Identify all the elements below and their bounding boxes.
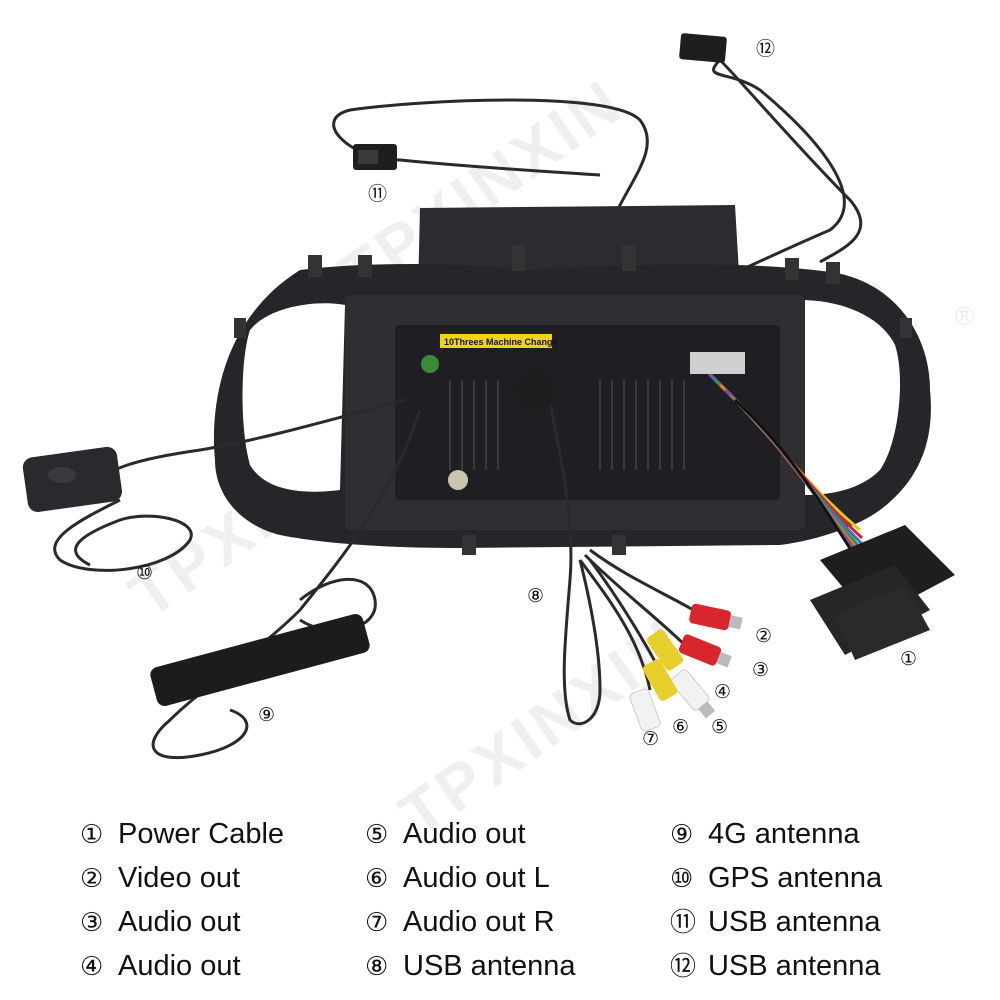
rca-connector-yellow-2 [646,629,684,671]
legend-label: Audio out L [403,862,550,894]
legend-item: ⑦ Audio out R [365,900,576,944]
rca-connector-red-2 [689,603,743,631]
spec-sticker-text: 10Threes Machine Change [444,337,558,347]
legend-number: ⑧ [365,952,389,982]
legend-label: GPS antenna [708,862,883,894]
cable-legend: ① Power Cable ② Video out ③ Audio out ④ Audi… [0,812,1000,1000]
legend-number: ⑦ [365,908,389,938]
frame-clips [234,245,912,555]
legend-label: Audio out [118,906,241,938]
legend-number: ④ [80,952,104,982]
legend-column-2: ⑤ Audio out ⑥ Audio out L ⑦ Audio out R ⑧ US… [365,812,576,988]
callout-10: ⑩ [136,562,153,584]
callout-4: ④ [714,681,731,703]
legend-item: ⑫ USB antenna [670,944,882,988]
legend-number: ⑨ [670,820,694,850]
legend-label: 4G antenna [708,818,860,850]
legend-label: USB antenna [403,950,576,982]
usb-cable-8 [543,379,602,726]
callout-3: ③ [752,659,769,681]
legend-item: ③ Audio out [80,900,284,944]
legend-item: ⑩ GPS antenna [670,856,882,900]
legend-item: ⑥ Audio out L [365,856,576,900]
legend-label: Power Cable [118,818,285,850]
rca-connector-red-3 [678,634,732,668]
legend-item: ④ Audio out [80,944,284,988]
callout-6: ⑥ [672,716,689,738]
legend-item: ⑪ USB antenna [670,900,882,944]
4g-antenna [150,614,370,706]
rca-connector-yellow [642,659,678,701]
legend-label: Audio out [118,950,241,982]
legend-item: ① Power Cable [80,812,284,856]
rca-connector-white [629,688,661,732]
callout-9: ⑨ [258,704,275,726]
legend-column-1: ① Power Cable ② Video out ③ Audio out ④ Audi… [80,812,284,988]
legend-number: ⑩ [670,864,694,894]
legend-label: USB antenna [708,950,881,982]
legend-item: ⑤ Audio out [365,812,576,856]
legend-item: ⑧ USB antenna [365,944,576,988]
legend-number: ⑤ [365,820,389,850]
legend-label: Video out [118,862,241,894]
callout-2: ② [755,625,772,647]
registered-mark: ® [955,301,974,331]
frame-cutout-left [242,303,345,492]
legend-number: ⑪ [670,908,697,938]
rca-connector-white-4 [670,669,716,719]
legend-number: ③ [80,908,104,938]
legend-item: ⑨ 4G antenna [670,812,882,856]
usb-cable-11 [332,98,649,296]
legend-item: ② Video out [80,856,284,900]
callout-1: ① [900,648,917,670]
callout-7: ⑦ [642,728,659,750]
legend-label: Audio out R [403,906,555,938]
heat-sink [449,380,685,470]
callout-11: ⑪ [368,183,387,205]
frame-cutout-right [800,300,900,495]
legend-number: ⑫ [670,952,697,982]
usb-connector-12 [679,33,727,63]
power-connector [810,525,955,660]
legend-number: ② [80,864,104,894]
legend-number: ⑥ [365,864,389,894]
spec-sticker [440,334,552,348]
callout-12: ⑫ [756,38,775,60]
callout-5: ⑤ [711,716,728,738]
legend-label: USB antenna [708,906,881,938]
callout-8: ⑧ [527,585,544,607]
legend-label: Audio out [403,818,526,850]
legend-number: ① [80,820,104,850]
